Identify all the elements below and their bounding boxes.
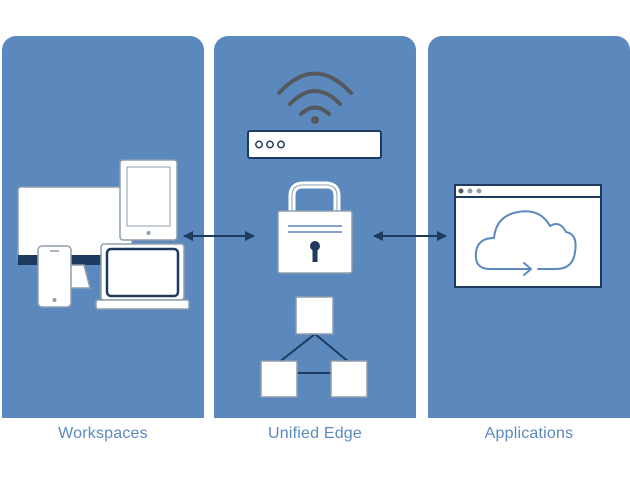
padlock-icon xyxy=(277,181,353,274)
router-icon xyxy=(247,130,382,159)
phone-icon xyxy=(37,245,72,308)
cloud-sync-icon xyxy=(474,210,577,276)
unified-edge-label: Unified Edge xyxy=(267,425,363,442)
workspaces-label: Workspaces xyxy=(58,425,148,442)
applications-label: Applications xyxy=(484,425,574,442)
wifi-icon xyxy=(277,71,353,124)
tablet-icon xyxy=(119,159,178,241)
network-topology-icon xyxy=(260,296,368,398)
laptop-icon xyxy=(95,243,190,310)
